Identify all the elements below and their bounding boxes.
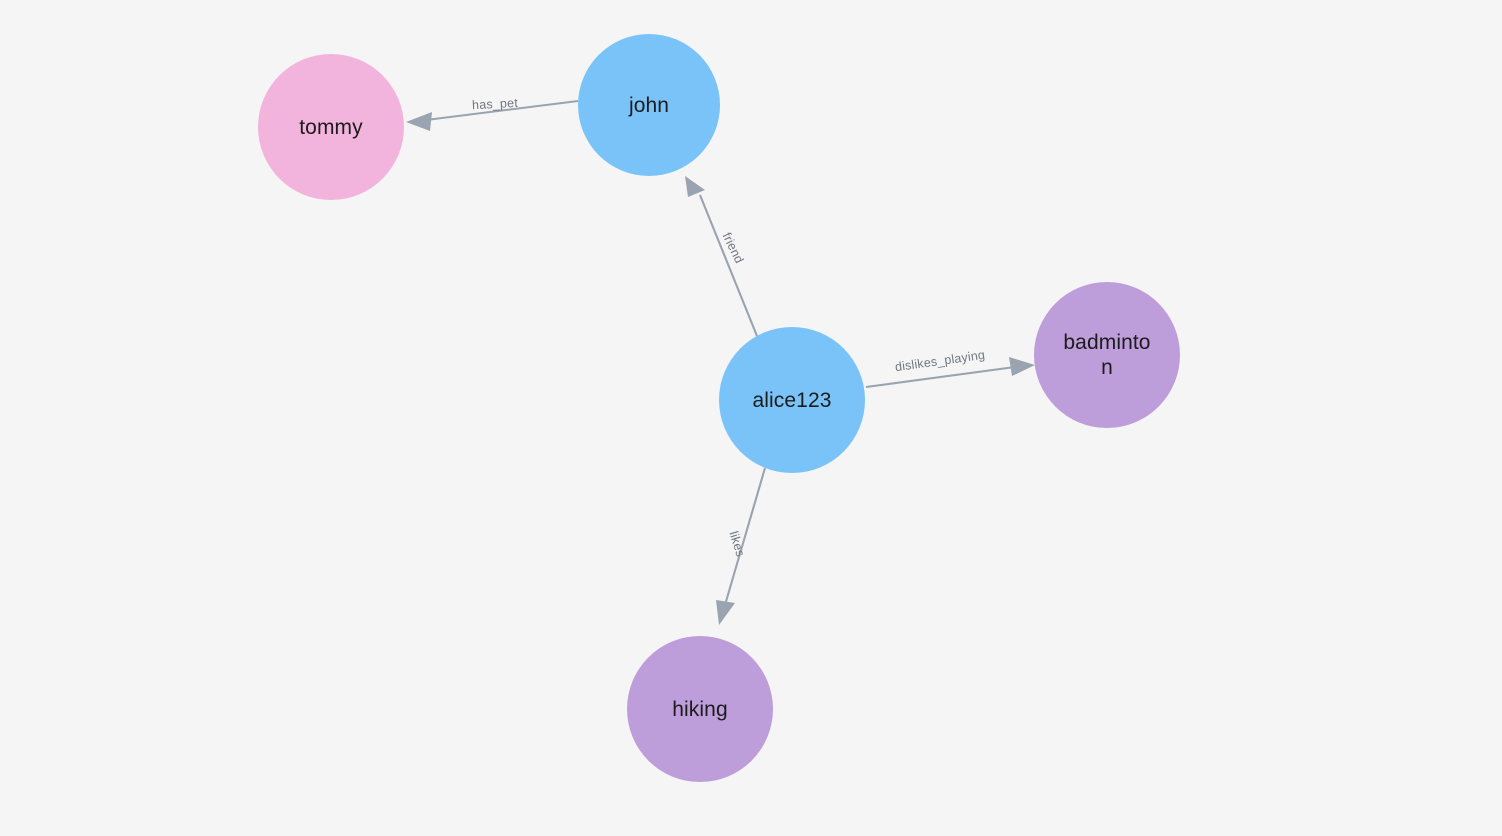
edge-line-has-pet [425, 99, 579, 122]
edge-dislikes-playing[interactable] [865, 357, 1035, 389]
node-label-hiking: hiking [672, 697, 728, 721]
node-label-tommy: tommy [299, 115, 363, 139]
node-john[interactable]: john [578, 34, 720, 176]
arrow-head-has-pet [406, 112, 432, 131]
arrow-head-dislikes-playing [1009, 357, 1035, 376]
arrow-head-likes [716, 600, 735, 625]
edge-line-dislikes-playing [865, 365, 1016, 389]
node-label-badminton: badminton [1063, 331, 1151, 379]
node-alice123[interactable]: alice123 [719, 327, 865, 473]
edge-likes[interactable] [716, 467, 767, 625]
node-badminton[interactable]: badminton [1034, 282, 1180, 428]
edge-line-friend [699, 194, 758, 337]
node-label-john: john [628, 93, 670, 117]
node-tommy[interactable]: tommy [258, 54, 404, 200]
node-hiking[interactable]: hiking [627, 636, 773, 782]
arrow-head-friend [685, 176, 705, 197]
node-label-alice123: alice123 [752, 388, 832, 412]
edge-has-pet[interactable] [406, 99, 579, 131]
edge-line-likes [723, 467, 767, 606]
edge-friend[interactable] [685, 176, 758, 337]
